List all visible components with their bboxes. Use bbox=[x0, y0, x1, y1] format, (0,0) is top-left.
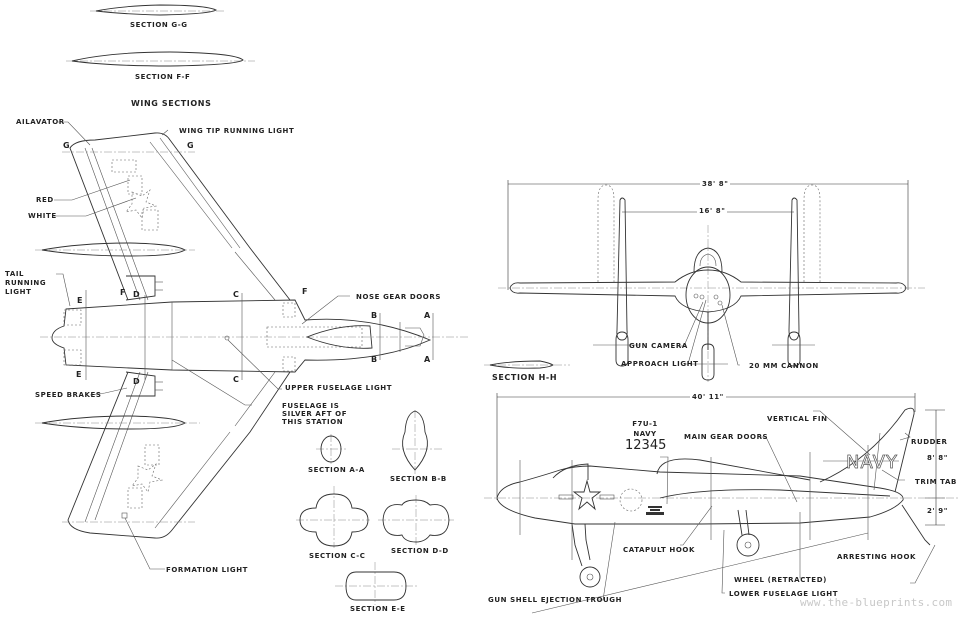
mark-f-left: F bbox=[120, 288, 127, 297]
label-section-h-h: SECTION H-H bbox=[492, 373, 558, 382]
callout-lower-fuselage-light: LOWER FUSELAGE LIGHT bbox=[729, 590, 839, 598]
callout-formation-light: FORMATION LIGHT bbox=[166, 566, 249, 574]
mark-c-top: C bbox=[233, 290, 240, 299]
mark-g-left: G bbox=[63, 141, 71, 150]
callout-white: WHITE bbox=[28, 212, 57, 220]
dim-height-upper: 8' 8" bbox=[927, 454, 948, 462]
plan-view bbox=[35, 121, 470, 570]
callout-catapult-hook: CATAPULT HOOK bbox=[623, 546, 695, 554]
callout-main-gear-doors: MAIN GEAR DOORS bbox=[684, 433, 769, 441]
callout-speed-brakes: SPEED BRAKES bbox=[35, 391, 102, 399]
watermark: www.the-blueprints.com bbox=[800, 596, 953, 609]
mark-f-right: F bbox=[302, 287, 309, 296]
label-section-d-d: SECTION D-D bbox=[391, 547, 449, 555]
callout-ailavator: AILAVATOR bbox=[16, 118, 65, 126]
callout-gun-camera: GUN CAMERA bbox=[629, 342, 688, 350]
dim-height-lower: 2' 9" bbox=[927, 507, 948, 515]
callout-red: RED bbox=[36, 196, 54, 204]
label-section-e-e: SECTION E-E bbox=[350, 605, 406, 613]
marking-service: NAVY bbox=[633, 430, 657, 438]
fuselage-marking: F7U-1 NAVY 12345 bbox=[625, 419, 667, 453]
callout-fuselage-silver: FUSELAGE IS SILVER AFT OF THIS STATION bbox=[282, 402, 348, 426]
label-section-c-c: SECTION C-C bbox=[309, 552, 366, 560]
label-section-g-g: SECTION G-G bbox=[130, 21, 188, 29]
label-section-b-b: SECTION B-B bbox=[390, 475, 447, 483]
cross-sections bbox=[296, 410, 454, 605]
mark-e-bottom: E bbox=[76, 370, 83, 379]
mark-g-right: G bbox=[187, 141, 195, 150]
mark-b-bottom: B bbox=[371, 355, 378, 364]
callout-upper-fuselage-light: UPPER FUSELAGE LIGHT bbox=[285, 384, 393, 392]
callout-nose-gear-doors: NOSE GEAR DOORS bbox=[356, 293, 441, 301]
callout-approach-light: APPROACH LIGHT bbox=[621, 360, 699, 368]
mark-d-bottom: D bbox=[133, 377, 141, 386]
fin-navy-text: NAVY bbox=[846, 452, 898, 474]
wing-insignia-upper bbox=[111, 159, 159, 231]
dim-length: 40' 11" bbox=[690, 393, 726, 401]
mark-b-top: B bbox=[371, 311, 378, 320]
callout-vertical-fin: VERTICAL FIN bbox=[767, 415, 828, 423]
callout-wing-tip-light: WING TIP RUNNING LIGHT bbox=[179, 127, 295, 135]
mark-e-top: E bbox=[77, 296, 84, 305]
callout-wheel-retracted: WHEEL (RETRACTED) bbox=[734, 576, 827, 584]
wing-insignia-lower bbox=[127, 444, 164, 509]
callout-20mm-cannon: 20 MM CANNON bbox=[749, 362, 819, 370]
label-wing-sections: WING SECTIONS bbox=[131, 99, 212, 108]
mark-a-top: A bbox=[424, 311, 431, 320]
mark-d-top: D bbox=[133, 290, 141, 299]
airfoil-section-g-g bbox=[90, 4, 225, 16]
dim-fin-spacing: 16' 8" bbox=[697, 207, 728, 215]
fuselage-star-insignia bbox=[558, 479, 615, 511]
side-view bbox=[484, 393, 958, 614]
callout-tail-running-light: TAIL RUNNING LIGHT bbox=[5, 270, 47, 296]
callout-arresting-hook: ARRESTING HOOK bbox=[837, 553, 917, 561]
mark-c-bottom: C bbox=[233, 375, 240, 384]
callout-trim-tab: TRIM TAB bbox=[915, 478, 957, 486]
mark-a-bottom: A bbox=[424, 355, 431, 364]
label-section-a-a: SECTION A-A bbox=[308, 466, 365, 474]
callout-rudder: RUDDER bbox=[911, 438, 948, 446]
airfoil-section-f-f bbox=[66, 51, 255, 67]
dim-span: 38' 8" bbox=[700, 180, 731, 188]
label-section-f-f: SECTION F-F bbox=[135, 73, 191, 81]
marking-serial: 12345 bbox=[625, 438, 667, 453]
marking-model: F7U-1 bbox=[632, 420, 658, 428]
callout-gun-shell-trough: GUN SHELL EJECTION TROUGH bbox=[488, 596, 623, 604]
